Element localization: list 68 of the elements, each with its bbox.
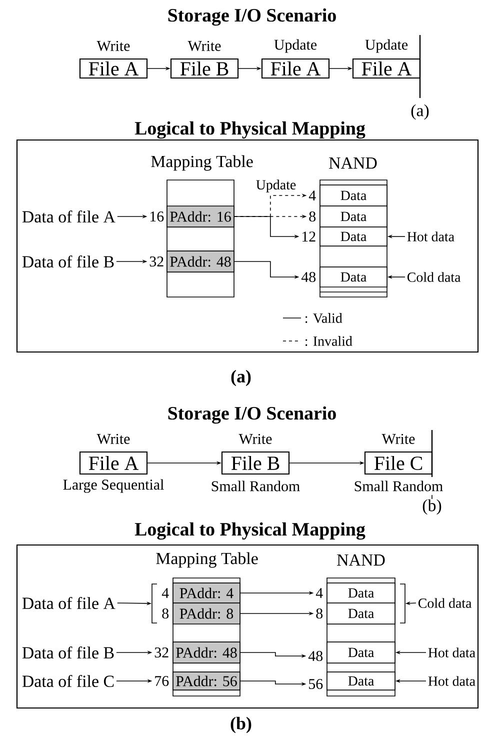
address-number: 8 <box>316 608 323 619</box>
address-number: 4 <box>316 588 323 598</box>
legend-text: : Invalid <box>306 336 352 346</box>
data-cell: Data <box>320 226 388 246</box>
section-title: Storage I/O Scenario <box>168 8 336 26</box>
file-box: File A <box>79 58 148 79</box>
address-number: 4 <box>162 588 169 598</box>
data-cell: Data <box>326 582 396 604</box>
file-box: File B <box>221 451 290 475</box>
address-cell: PAddr: 16 <box>166 206 234 228</box>
legend-text: : Valid <box>306 313 342 323</box>
input-label: Data of file C <box>22 674 114 688</box>
address-number: 32 <box>154 647 168 658</box>
panel-heading: Logical to Physical Mapping <box>134 522 366 540</box>
address-number: 48 <box>308 650 323 662</box>
input-label: Data of file A <box>22 596 116 610</box>
file-box: File A <box>261 58 330 79</box>
operation-label: Write <box>382 434 415 444</box>
data-label: Cold data <box>418 598 472 608</box>
panel-heading: Logical to Physical Mapping <box>134 121 366 139</box>
address-number: 4 <box>308 190 316 200</box>
file-box: File B <box>170 58 239 79</box>
operation-label: Large Sequential <box>63 479 164 493</box>
operation-label: Write <box>238 434 272 444</box>
operation-label: Small Random <box>354 480 443 492</box>
operation-label: Update <box>274 39 317 53</box>
operation-label: Small Random <box>212 480 300 492</box>
figure-label: (a) <box>231 370 251 386</box>
address-number: 48 <box>301 272 316 282</box>
data-label: Cold data <box>407 272 461 282</box>
data-cell: Data <box>326 602 396 624</box>
table-heading: NAND <box>329 157 377 169</box>
table-heading: Mapping Table <box>151 155 253 171</box>
data-cell: Data <box>326 642 396 664</box>
sub-label: (a) <box>411 104 429 120</box>
operation-label: Write <box>188 40 221 52</box>
input-label: Data of file A <box>22 210 116 223</box>
data-cell: Data <box>320 266 388 288</box>
file-box: File A <box>352 58 421 79</box>
data-cell: Data <box>320 184 388 206</box>
edge-label: Update <box>254 178 298 194</box>
section-title: Storage I/O Scenario <box>168 406 336 424</box>
address-number: 8 <box>162 608 169 619</box>
data-label: Hot data <box>428 676 476 686</box>
figure-label: (b) <box>230 716 252 734</box>
address-number: 12 <box>302 232 316 242</box>
data-cell: Data <box>320 206 388 228</box>
address-number: 8 <box>309 211 316 222</box>
operation-label: Write <box>96 40 130 52</box>
address-number: 16 <box>150 212 164 222</box>
table-heading: Mapping Table <box>156 552 258 568</box>
address-number: 56 <box>309 678 323 690</box>
data-label: Hot data <box>428 648 476 658</box>
operation-label: Write <box>96 434 130 444</box>
sub-label: (b) <box>422 499 442 515</box>
address-number: 76 <box>155 676 169 686</box>
file-box: File C <box>364 451 433 475</box>
data-cell: Data <box>326 672 396 690</box>
address-cell: PAddr: 48 <box>166 250 234 272</box>
operation-label: Update <box>365 39 408 53</box>
bracket <box>400 584 406 624</box>
input-label: Data of file B <box>22 255 114 268</box>
table-heading: NAND <box>337 554 385 566</box>
bracket <box>152 584 158 624</box>
data-label: Hot data <box>407 232 454 242</box>
file-box: File A <box>79 451 148 475</box>
address-number: 32 <box>150 256 164 267</box>
input-label: Data of file B <box>22 646 114 659</box>
